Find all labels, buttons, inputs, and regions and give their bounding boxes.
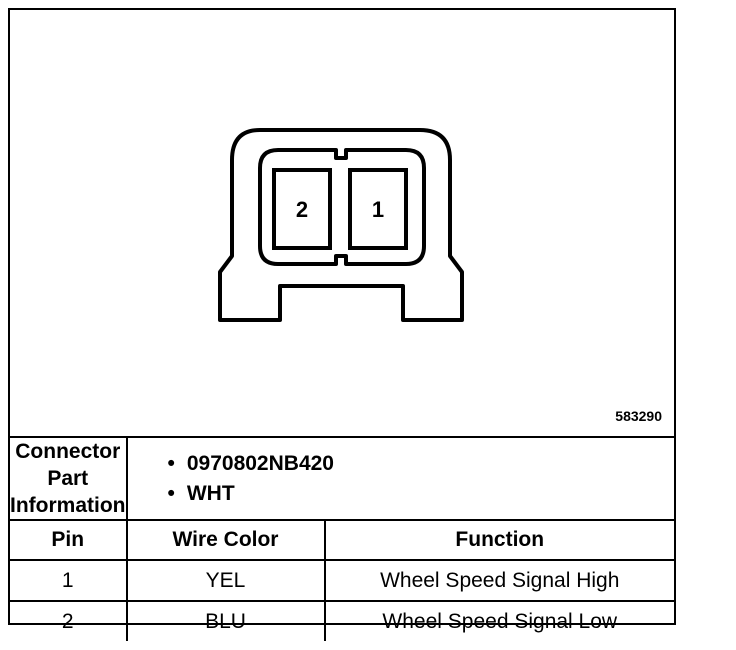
header-function: Function (323, 519, 674, 561)
connector-frame: 2 1 583290 Connector Part Information 09… (8, 8, 676, 641)
connector-drawing: 2 1 (218, 128, 464, 322)
row2-wire-color: BLU (125, 600, 326, 641)
row2-function: Wheel Speed Signal Low (323, 600, 674, 641)
connector-color: WHT (168, 479, 675, 509)
row2-pin: 2 (10, 600, 128, 641)
pin-2-terminal (272, 168, 332, 250)
connector-info-values: 0970802NB420 WHT (125, 436, 675, 521)
connector-table: Connector Part Information 0970802NB420 … (10, 436, 674, 641)
connector-info-label-line1: Connector Part (15, 440, 121, 490)
pin-1-terminal (348, 168, 408, 250)
reference-number: 583290 (615, 408, 662, 424)
connector-part-number: 0970802NB420 (168, 449, 675, 479)
pin-1-label: 1 (372, 197, 384, 222)
connector-info-label-line2: Information (10, 494, 126, 517)
pin-2-label: 2 (296, 197, 308, 222)
connector-cavity (258, 148, 426, 266)
header-pin: Pin (10, 519, 128, 561)
connector-info-row: Connector Part Information 0970802NB420 … (10, 436, 675, 521)
connector-body (218, 128, 464, 322)
table-row: 1 YEL Wheel Speed Signal High (10, 559, 674, 602)
table-row: 2 BLU Wheel Speed Signal Low (10, 600, 674, 641)
row1-wire-color: YEL (125, 559, 326, 602)
header-wire-color: Wire Color (125, 519, 326, 561)
row1-pin: 1 (10, 559, 128, 602)
connector-diagram: 2 1 583290 (10, 10, 674, 436)
row1-function: Wheel Speed Signal High (323, 559, 674, 602)
table-header-row: Pin Wire Color Function (10, 519, 674, 561)
connector-info-label: Connector Part Information (10, 436, 128, 521)
